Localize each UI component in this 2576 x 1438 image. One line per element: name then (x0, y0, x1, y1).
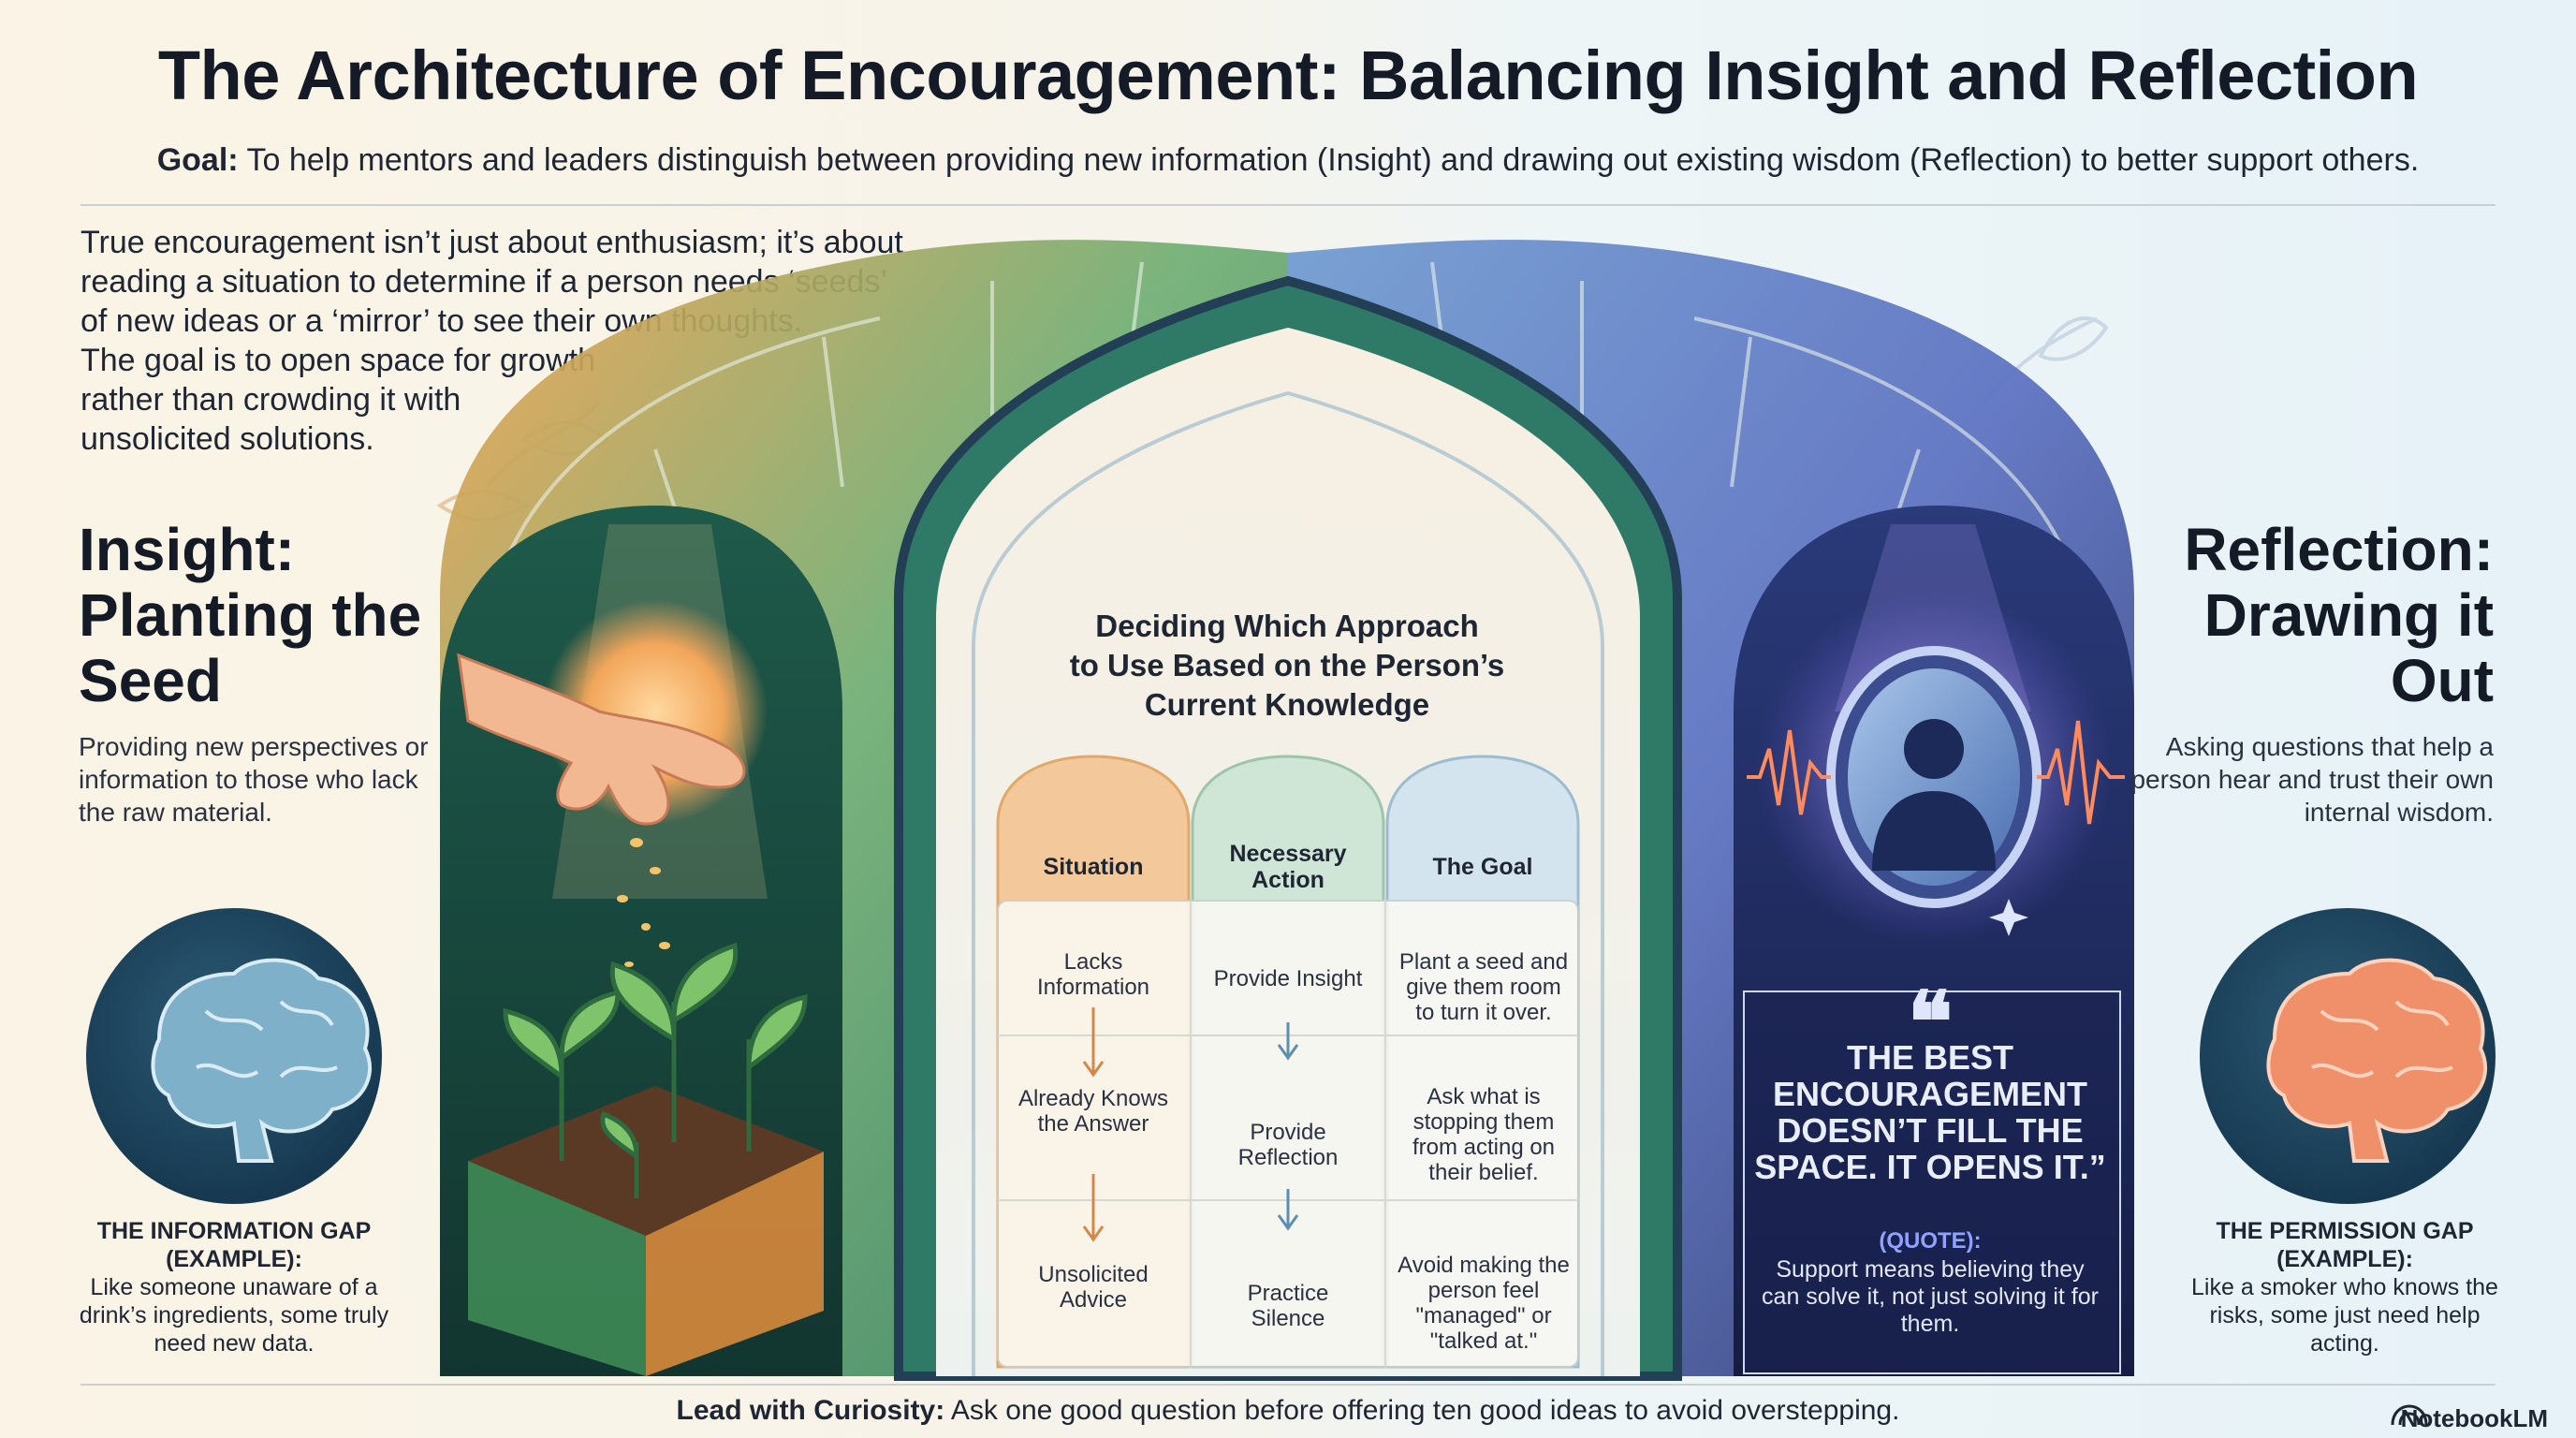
reflection-title-line: Reflection: (2184, 516, 2494, 583)
quote-icon: ❝ (1907, 976, 1954, 1070)
insight-description: Providing new perspectives or informatio… (79, 732, 429, 827)
notebook-icon (2391, 1404, 2428, 1426)
column-header-goal: The Goal (1432, 854, 1533, 880)
seedling-icon (503, 942, 808, 1198)
table-cell-action: Practice Silence (1247, 1281, 1329, 1331)
sound-wave-right (2037, 720, 2125, 825)
permission-gap-heading: The Permission Gap (Example): (2216, 1218, 2474, 1272)
information-gap-heading: The Information Gap (Example): (96, 1218, 372, 1272)
column-header-situation: Situation (1043, 854, 1144, 880)
permission-gap-example: The Permission Gap (Example): Like a smo… (2190, 1217, 2499, 1357)
sparkle-icon (1989, 899, 2028, 936)
hand-icon (457, 653, 746, 826)
person-silhouette-icon (1872, 719, 1996, 871)
information-gap-text: Like someone unaware of a drink’s ingred… (79, 1274, 389, 1357)
flow-arrow (1082, 1007, 1105, 1242)
goal-statement: Goal: To help mentors and leaders distin… (0, 142, 2576, 179)
header-divider (80, 204, 2496, 206)
table-cell-goal: Plant a seed and give them room to turn … (1398, 949, 1569, 1025)
footer-tip: Lead with Curiosity: Ask one good questi… (0, 1395, 2576, 1427)
table-body (997, 900, 1579, 1368)
insight-title-line: Planting the (79, 581, 422, 649)
quote-text: The best encouragement doesn’t fill the … (1754, 1038, 2106, 1186)
footer-divider (80, 1384, 2496, 1386)
panel-title-line: to Use Based on the Person’s (1069, 648, 1505, 682)
sound-wave-left (1747, 729, 1831, 815)
table-cell-goal: Avoid making the person feel "managed" o… (1398, 1253, 1570, 1354)
goal-text: To help mentors and leaders distinguish … (246, 142, 2420, 178)
quote-label: (QUOTE): (1879, 1228, 1982, 1254)
decision-panel-title: Deciding Which Approach to Use Based on … (1011, 607, 1563, 725)
quote-subtext: Support means believing they can solve i… (1762, 1256, 2099, 1337)
table-cell-situation: Already Knows the Answer (1017, 1086, 1169, 1137)
quote-box (1743, 990, 2121, 1374)
column-header-action: Necessary Action (1229, 841, 1347, 893)
information-gap-example: The Information Gap (Example): Like some… (75, 1217, 393, 1357)
flow-arrow (1277, 1022, 1299, 1231)
panel-title-line: Current Knowledge (1144, 687, 1430, 722)
intro-line: True encouragement isn’t just about enth… (80, 225, 903, 260)
permission-gap-text: Like a smoker who knows the risks, some … (2191, 1274, 2498, 1357)
intro-line: rather than crowding it with (80, 382, 461, 418)
table-cell-action: Provide Insight (1213, 966, 1363, 991)
quote-box-bg (1743, 990, 2117, 1371)
table-cell-situation: Unsolicited Advice (1038, 1262, 1149, 1313)
footer-text: Ask one good question before offering te… (950, 1395, 1900, 1426)
intro-line: The goal is to open space for growth (80, 343, 595, 378)
table-cell-situation: Lacks Information (1036, 949, 1150, 1000)
brand-label: NotebookLM (2400, 1404, 2548, 1432)
insight-title-line: Insight: (79, 516, 296, 583)
brain-icon-left (151, 958, 372, 1163)
footer-label: Lead with Curiosity: (676, 1395, 945, 1426)
insight-title: Insight: Planting the Seed (79, 517, 472, 713)
decision-panel-inner-border (972, 390, 1604, 1376)
reflection-title: Reflection: Drawing it Out (2097, 517, 2494, 713)
soil-box-icon (468, 1086, 824, 1376)
table-cell-action: Provide Reflection (1237, 1120, 1339, 1170)
seed-particles (617, 838, 670, 967)
table-cell-goal: Ask what is stopping them from acting on… (1412, 1084, 1556, 1185)
insight-title-line: Seed (79, 647, 222, 714)
reflection-title-line: Out (2390, 647, 2494, 714)
reflection-description: Asking questions that help a person hear… (2130, 732, 2494, 827)
goal-label: Goal: (156, 142, 239, 178)
brain-icon-right (2266, 958, 2487, 1163)
reflection-title-line: Drawing it (2203, 581, 2494, 649)
intro-line: unsolicited solutions. (80, 421, 374, 457)
panel-title-line: Deciding Which Approach (1095, 609, 1479, 643)
page-title: The Architecture of Encouragement: Balan… (157, 37, 2419, 114)
